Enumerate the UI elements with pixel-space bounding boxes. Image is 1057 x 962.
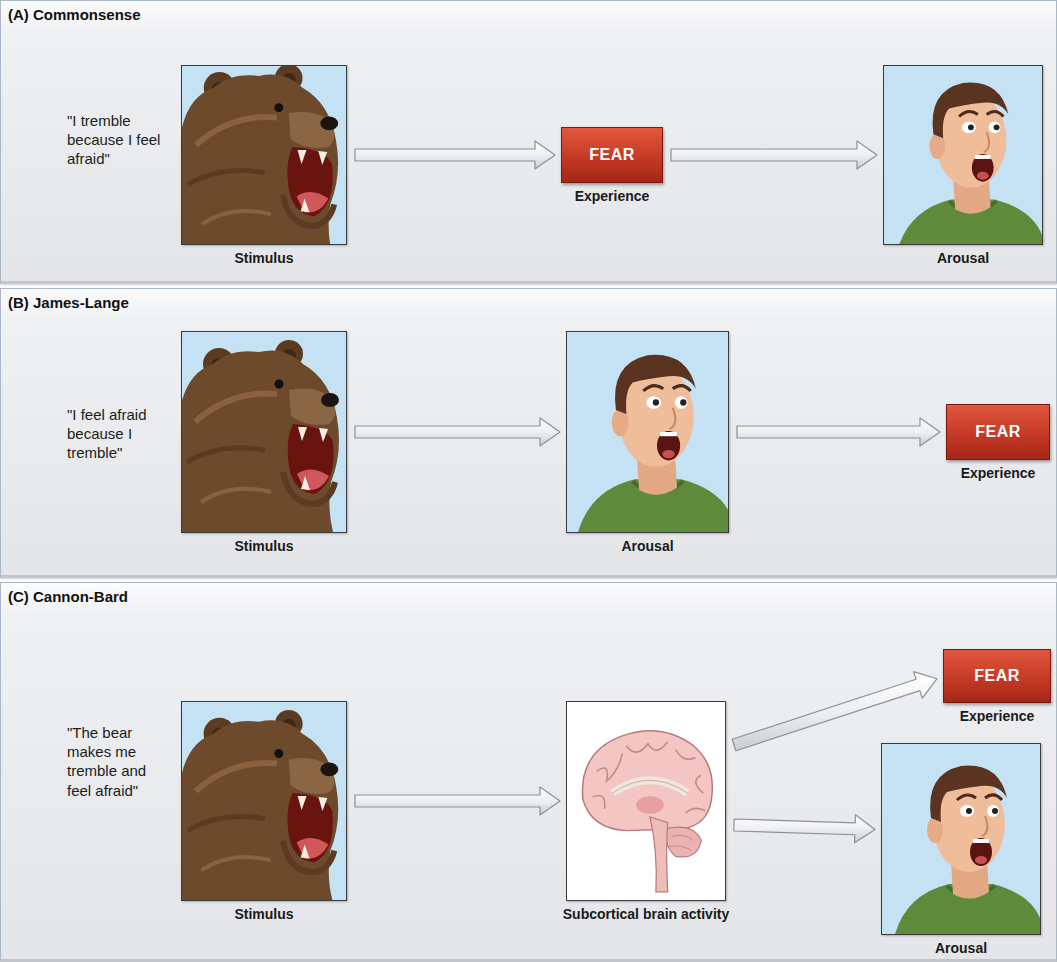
panel-heading-holder: (B) James-Lange	[8, 294, 129, 312]
caption: Arousal	[621, 538, 673, 554]
picture-frame: Arousal	[566, 331, 729, 533]
emotion-label: FEAR	[974, 667, 1020, 685]
panel-heading: (A) Commonsense	[8, 6, 141, 23]
quote-text: "I tremble because I feel afraid"	[67, 112, 160, 167]
man-illustration	[567, 332, 728, 532]
caption-holder: Experience	[935, 463, 1057, 482]
picture-frame: Arousal	[883, 65, 1043, 245]
caption-holder: Experience	[550, 186, 674, 205]
man-illustration	[882, 744, 1040, 934]
caption: Arousal	[935, 940, 987, 956]
picture-frame: Stimulus	[181, 701, 347, 901]
caption-holder: Stimulus	[170, 248, 358, 267]
emotion-label-holder: FEAR	[944, 650, 1050, 702]
quote-text-holder: "I tremble because I feel afraid"	[67, 111, 163, 169]
caption-holder: Arousal	[870, 938, 1052, 957]
quote-text-holder: "The bear makes me tremble and feel afra…	[67, 723, 163, 800]
emotion-box: FEARExperience	[561, 127, 663, 183]
panel-heading: (B) James-Lange	[8, 294, 129, 311]
brain-illustration	[567, 702, 725, 900]
picture-frame: Arousal	[881, 743, 1041, 935]
caption-holder: Stimulus	[170, 536, 358, 555]
bear-picture	[182, 66, 346, 244]
emotion-label-holder: FEAR	[562, 128, 662, 182]
caption: Experience	[575, 188, 650, 204]
man-picture	[567, 332, 728, 532]
caption: Experience	[960, 708, 1035, 724]
bear-illustration	[182, 702, 346, 900]
bear-illustration	[182, 66, 346, 244]
man-picture	[882, 744, 1040, 934]
picture-frame: Stimulus	[181, 331, 347, 533]
bear-picture	[182, 332, 346, 532]
caption: Experience	[961, 465, 1036, 481]
picture-frame: Stimulus	[181, 65, 347, 245]
picture-frame: Subcortical brain activity	[566, 701, 726, 901]
caption: Stimulus	[234, 538, 293, 554]
theory-panel: (B) James-Lange "I feel afraid because I …	[0, 288, 1057, 578]
caption-holder: Stimulus	[170, 904, 358, 923]
man-picture	[884, 66, 1042, 244]
quote-text: "I feel afraid because I tremble"	[67, 406, 147, 461]
caption: Stimulus	[234, 906, 293, 922]
caption: Arousal	[937, 250, 989, 266]
caption: Subcortical brain activity	[563, 906, 730, 922]
bear-picture	[182, 702, 346, 900]
caption-holder: Arousal	[872, 248, 1054, 267]
caption-holder: Subcortical brain activity	[555, 904, 737, 923]
panel-heading: (C) Cannon-Bard	[8, 588, 128, 605]
emotion-box: FEARExperience	[946, 404, 1050, 460]
caption-holder: Arousal	[555, 536, 740, 555]
emotion-label: FEAR	[975, 423, 1021, 441]
emotion-box: FEARExperience	[943, 649, 1051, 703]
theory-panel: (A) Commonsense "I tremble because I feel…	[0, 0, 1057, 284]
quote-text-holder: "I feel afraid because I tremble"	[67, 405, 163, 463]
theory-panel: (C) Cannon-Bard "The bear makes me trembl…	[0, 582, 1057, 962]
man-illustration	[884, 66, 1042, 244]
caption: Stimulus	[234, 250, 293, 266]
panel-heading-holder: (C) Cannon-Bard	[8, 588, 128, 606]
panel-heading-holder: (A) Commonsense	[8, 6, 141, 24]
emotion-label-holder: FEAR	[947, 405, 1049, 459]
emotion-label: FEAR	[589, 146, 635, 164]
brain-picture	[567, 702, 725, 900]
caption-holder: Experience	[932, 706, 1057, 725]
bear-illustration	[182, 332, 346, 532]
quote-text: "The bear makes me tremble and feel afra…	[67, 724, 146, 799]
